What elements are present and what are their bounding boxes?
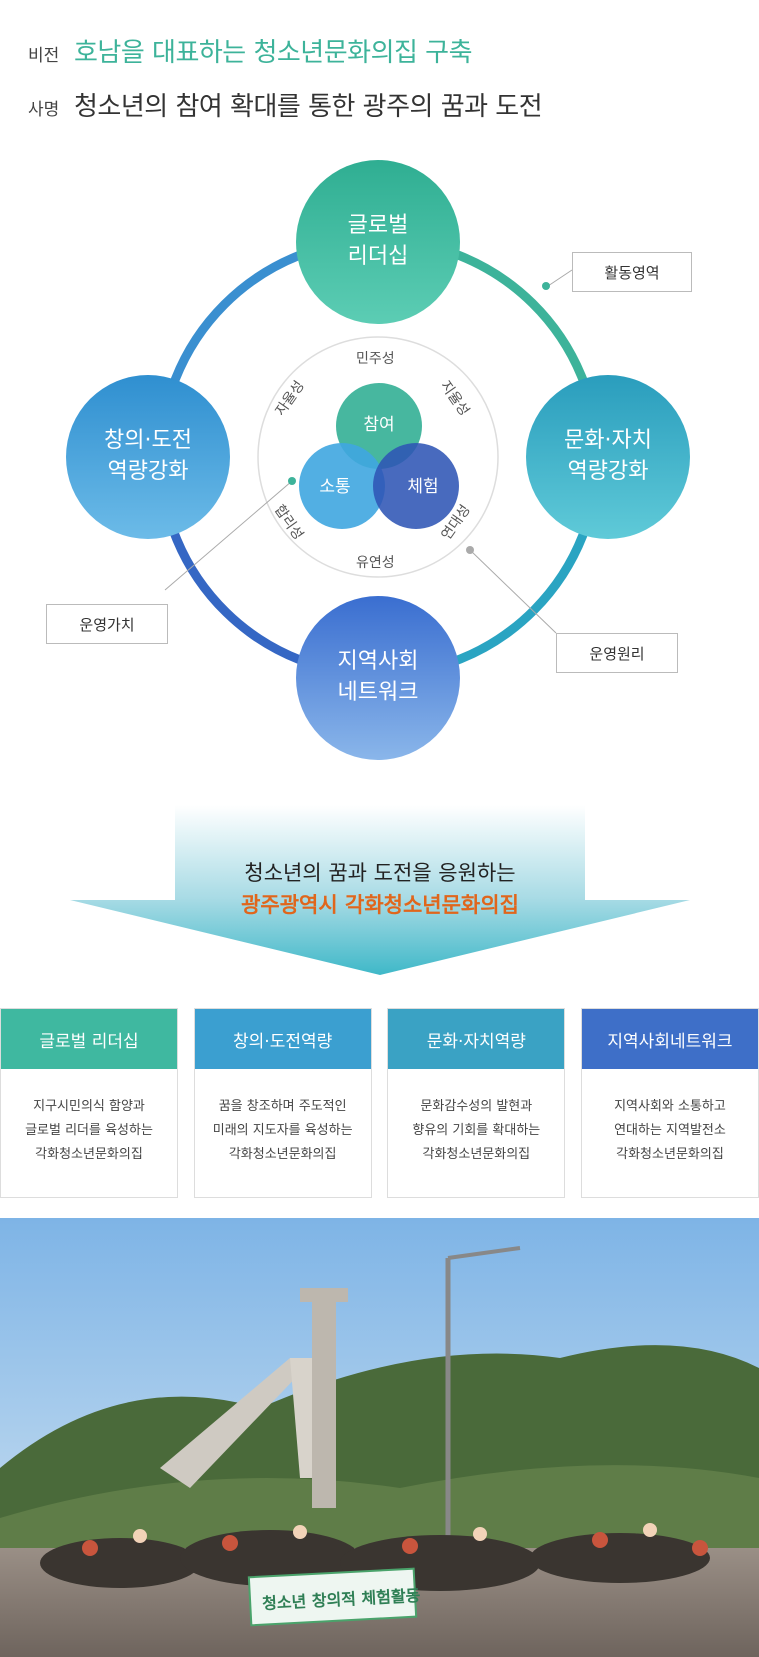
inner-circle-c bbox=[373, 443, 459, 529]
banner-line-1: 청소년의 꿈과 도전을 응원하는 bbox=[244, 861, 516, 885]
mission-row: 사명 청소년의 참여 확대를 통한 광주의 꿈과 도전 bbox=[28, 86, 543, 140]
inner-circle-b bbox=[299, 443, 385, 529]
outer-circle-left bbox=[66, 375, 230, 539]
card-title: 문화·자치역량 bbox=[388, 1009, 565, 1069]
outer-circle-right bbox=[526, 375, 690, 539]
vision-row: 비전 호남을 대표하는 청소년문화의집 구축 bbox=[28, 32, 542, 86]
vision-diagram: 글로벌 리더십 창의·도전 역량강화 문화·자치 역량강화 지역사회 네트워크 … bbox=[0, 150, 759, 800]
tag-activity: 활동영역 bbox=[572, 252, 692, 292]
vision-text: 호남을 대표하는 청소년문화의집 구축 bbox=[74, 38, 473, 68]
outer-circle-top bbox=[296, 160, 460, 324]
inner-label-a: 참여 bbox=[363, 415, 395, 436]
outer-label-right: 문화·자치 역량강화 bbox=[564, 428, 652, 484]
card-row: 글로벌 리더십 지구시민의식 함양과 글로벌 리더를 육성하는 각화청소년문화의… bbox=[0, 1008, 759, 1198]
card-title: 창의·도전역량 bbox=[194, 1009, 371, 1069]
outer-circle-bottom bbox=[296, 596, 460, 760]
card-culture: 문화·자치역량 문화감수성의 발현과 향유의 기회를 확대하는 각화청소년문화의… bbox=[387, 1008, 566, 1198]
card-creative: 창의·도전역량 꿈을 창조하며 주도적인 미래의 지도자를 육성하는 각화청소년… bbox=[193, 1008, 372, 1198]
card-title: 지역사회네트워크 bbox=[581, 1009, 758, 1069]
vision-label: 비전 bbox=[28, 46, 60, 66]
card-network: 지역사회네트워크 지역사회와 소통하고 연대하는 지역발전소 각화청소년문화의집 bbox=[580, 1008, 759, 1198]
tag-principle: 운영원리 bbox=[556, 633, 678, 673]
mission-text: 청소년의 참여 확대를 통한 광주의 꿈과 도전 bbox=[74, 92, 543, 122]
mission-label: 사명 bbox=[28, 100, 60, 120]
card-body: 지구시민의식 함양과 글로벌 리더를 육성하는 각화청소년문화의집 bbox=[25, 1099, 153, 1162]
vision-mission-block: 비전 호남을 대표하는 청소년문화의집 구축 사명 청소년의 참여 확대를 통한… bbox=[28, 32, 543, 140]
tag-value: 운영가치 bbox=[46, 604, 168, 644]
inner-label-b: 소통 bbox=[319, 477, 351, 498]
card-title: 글로벌 리더십 bbox=[1, 1009, 177, 1069]
ring-word-bottom: 유연성 bbox=[356, 555, 395, 571]
slogan-banner: 청소년의 꿈과 도전을 응원하는 광주광역시 각화청소년문화의집 bbox=[70, 805, 690, 975]
group-photo: 청소년 창의적 체험활동 bbox=[0, 1218, 759, 1657]
outer-label-left: 창의·도전 역량강화 bbox=[104, 428, 192, 484]
outer-label-top: 글로벌 리더십 bbox=[347, 213, 409, 269]
card-body: 문화감수성의 발현과 향유의 기회를 확대하는 각화청소년문화의집 bbox=[412, 1099, 541, 1162]
card-body: 꿈을 창조하며 주도적인 미래의 지도자를 육성하는 각화청소년문화의집 bbox=[212, 1099, 353, 1162]
card-body: 지역사회와 소통하고 연대하는 지역발전소 각화청소년문화의집 bbox=[614, 1099, 726, 1162]
inner-label-c: 체험 bbox=[407, 477, 439, 498]
ring-word-top: 민주성 bbox=[356, 351, 395, 367]
arrow-shape bbox=[70, 805, 690, 975]
banner-line-2: 광주광역시 각화청소년문화의집 bbox=[241, 893, 519, 917]
card-global: 글로벌 리더십 지구시민의식 함양과 글로벌 리더를 육성하는 각화청소년문화의… bbox=[0, 1008, 178, 1198]
outer-label-bottom: 지역사회 네트워크 bbox=[337, 649, 419, 705]
